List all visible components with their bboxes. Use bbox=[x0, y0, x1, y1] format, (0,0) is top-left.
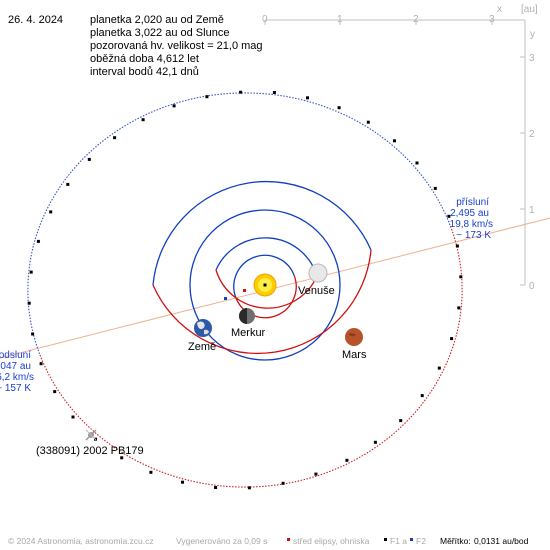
orbit-position-marker bbox=[281, 481, 285, 485]
legend-f2-marker bbox=[410, 538, 413, 541]
footer-generated: Vygenerováno za 0,09 s bbox=[176, 536, 267, 546]
orbit-position-marker bbox=[149, 470, 153, 474]
date-label: 26. 4. 2024 bbox=[8, 14, 63, 26]
orbit-position-marker bbox=[306, 96, 309, 100]
x-tick-3: 3 bbox=[489, 14, 495, 25]
perihelion-info: přísluní 2,495 au 19,8 km/s ~ 173 K bbox=[450, 197, 493, 241]
perihelion-title: přísluní bbox=[456, 197, 489, 208]
x-tick-0: 0 bbox=[262, 14, 268, 25]
orbit-position-marker bbox=[314, 472, 318, 476]
orbit-position-marker bbox=[345, 458, 349, 462]
mars-orbit bbox=[152, 180, 372, 355]
aphelion-distance: ,047 au bbox=[0, 361, 31, 372]
orbit-position-marker bbox=[120, 456, 124, 460]
aphelion-speed: 6,2 km/s bbox=[0, 372, 34, 383]
footer-legend-center: střed elipsy, ohniska bbox=[293, 536, 370, 546]
orbit-position-marker bbox=[247, 486, 251, 490]
orbit-position-marker bbox=[457, 306, 461, 310]
perihelion-temp: ~ 173 K bbox=[456, 230, 491, 241]
orbit-position-marker bbox=[49, 210, 53, 214]
focus-f2-marker bbox=[224, 297, 227, 300]
orbit-position-marker bbox=[373, 440, 377, 444]
footer-scale-value: 0,0131 au/bod bbox=[474, 536, 529, 546]
y-tick-1: 1 bbox=[529, 205, 535, 216]
info-line-magnitude: pozorovaná hv. velikost = 21,0 mag bbox=[90, 40, 263, 52]
aphelion-title: odsluní bbox=[0, 350, 31, 361]
axes: 0 1 2 3 x [au] 3 2 1 0 y bbox=[262, 4, 538, 292]
sun-icon bbox=[253, 273, 277, 297]
ellipse-center-marker bbox=[243, 289, 246, 292]
orbit-position-marker bbox=[420, 394, 424, 398]
orbit-position-marker bbox=[366, 120, 370, 124]
venus-label: Venuše bbox=[298, 285, 335, 297]
footer-legend-f2: F2 bbox=[416, 536, 426, 546]
info-line-distance-earth: planetka 2,020 au od Země bbox=[90, 14, 224, 26]
aphelion-info: odsluní ,047 au 6,2 km/s ~ 157 K bbox=[0, 350, 34, 394]
info-line-period: oběžná doba 4,612 let bbox=[90, 53, 199, 65]
y-axis-ticks bbox=[520, 56, 525, 286]
orbit-position-marker bbox=[71, 415, 75, 419]
y-tick-3: 3 bbox=[529, 53, 535, 64]
y-tick-0: 0 bbox=[529, 281, 535, 292]
legend-f1-marker bbox=[384, 538, 387, 541]
mars-icon bbox=[345, 328, 363, 346]
orbit-position-marker bbox=[455, 244, 459, 248]
orbit-position-marker bbox=[66, 182, 70, 186]
orbit-position-marker bbox=[399, 419, 403, 423]
orbit-position-marker bbox=[239, 90, 243, 94]
earth-label: Země bbox=[188, 341, 216, 353]
earth-icon bbox=[194, 319, 212, 337]
orbit-position-marker bbox=[36, 239, 40, 243]
venus-icon bbox=[308, 263, 328, 283]
asteroid-label: (338091) 2002 PB179 bbox=[36, 445, 144, 457]
orbit-position-marker bbox=[450, 337, 454, 341]
orbit-position-marker bbox=[415, 161, 419, 165]
mars-label: Mars bbox=[342, 349, 367, 361]
orbit-position-marker bbox=[39, 362, 43, 366]
mercury-label: Merkur bbox=[231, 327, 266, 339]
mercury-icon bbox=[239, 308, 255, 324]
info-line-distance-sun: planetka 3,022 au od Slunce bbox=[90, 27, 229, 39]
aphelion-temp: ~ 157 K bbox=[0, 383, 31, 394]
orbit-position-marker bbox=[141, 118, 145, 122]
x-tick-2: 2 bbox=[413, 14, 419, 25]
orbit-position-marker bbox=[433, 186, 437, 190]
footer: © 2024 Astronomia, astronomia.zcu.cz Vyg… bbox=[8, 536, 529, 546]
x-axis-label: x bbox=[497, 4, 502, 15]
orbit-position-marker bbox=[272, 91, 276, 94]
info-block: planetka 2,020 au od Země planetka 3,022… bbox=[90, 14, 263, 78]
orbit-position-marker bbox=[53, 390, 57, 394]
asteroid-icon bbox=[85, 429, 97, 441]
orbit-position-marker bbox=[337, 106, 341, 110]
x-tick-1: 1 bbox=[337, 14, 343, 25]
info-line-interval: interval bodů 42,1 dnů bbox=[90, 66, 199, 78]
footer-legend-f1: F1 a bbox=[390, 536, 407, 546]
perihelion-speed: 19,8 km/s bbox=[450, 219, 493, 230]
orbit-position-marker bbox=[214, 486, 218, 489]
orbit-position-marker bbox=[393, 139, 396, 143]
legend-center-marker bbox=[287, 538, 290, 541]
perihelion-distance: 2,495 au bbox=[450, 208, 489, 219]
orbit-position-marker bbox=[181, 480, 184, 484]
orbit-position-marker bbox=[437, 366, 441, 370]
x-axis-ticks bbox=[264, 20, 493, 25]
orbit-position-marker bbox=[113, 136, 117, 140]
orbit-position-marker bbox=[205, 95, 209, 99]
orbit-position-marker bbox=[87, 157, 91, 161]
y-tick-2: 2 bbox=[529, 129, 535, 140]
venus-orbit bbox=[215, 237, 318, 309]
orbit-position-marker bbox=[31, 332, 35, 336]
footer-copyright: © 2024 Astronomia, astronomia.zcu.cz bbox=[8, 536, 154, 546]
orbit-position-marker bbox=[459, 275, 463, 279]
orbit-position-marker bbox=[447, 214, 451, 218]
footer-scale-label: Měřítko: bbox=[440, 536, 471, 546]
orbit-position-marker bbox=[29, 270, 33, 274]
orbit-position-marker bbox=[172, 104, 176, 108]
y-axis-label: y bbox=[530, 29, 535, 40]
earth-orbit bbox=[189, 209, 341, 361]
orbit-position-marker bbox=[27, 301, 31, 305]
unit-label: [au] bbox=[521, 4, 538, 15]
